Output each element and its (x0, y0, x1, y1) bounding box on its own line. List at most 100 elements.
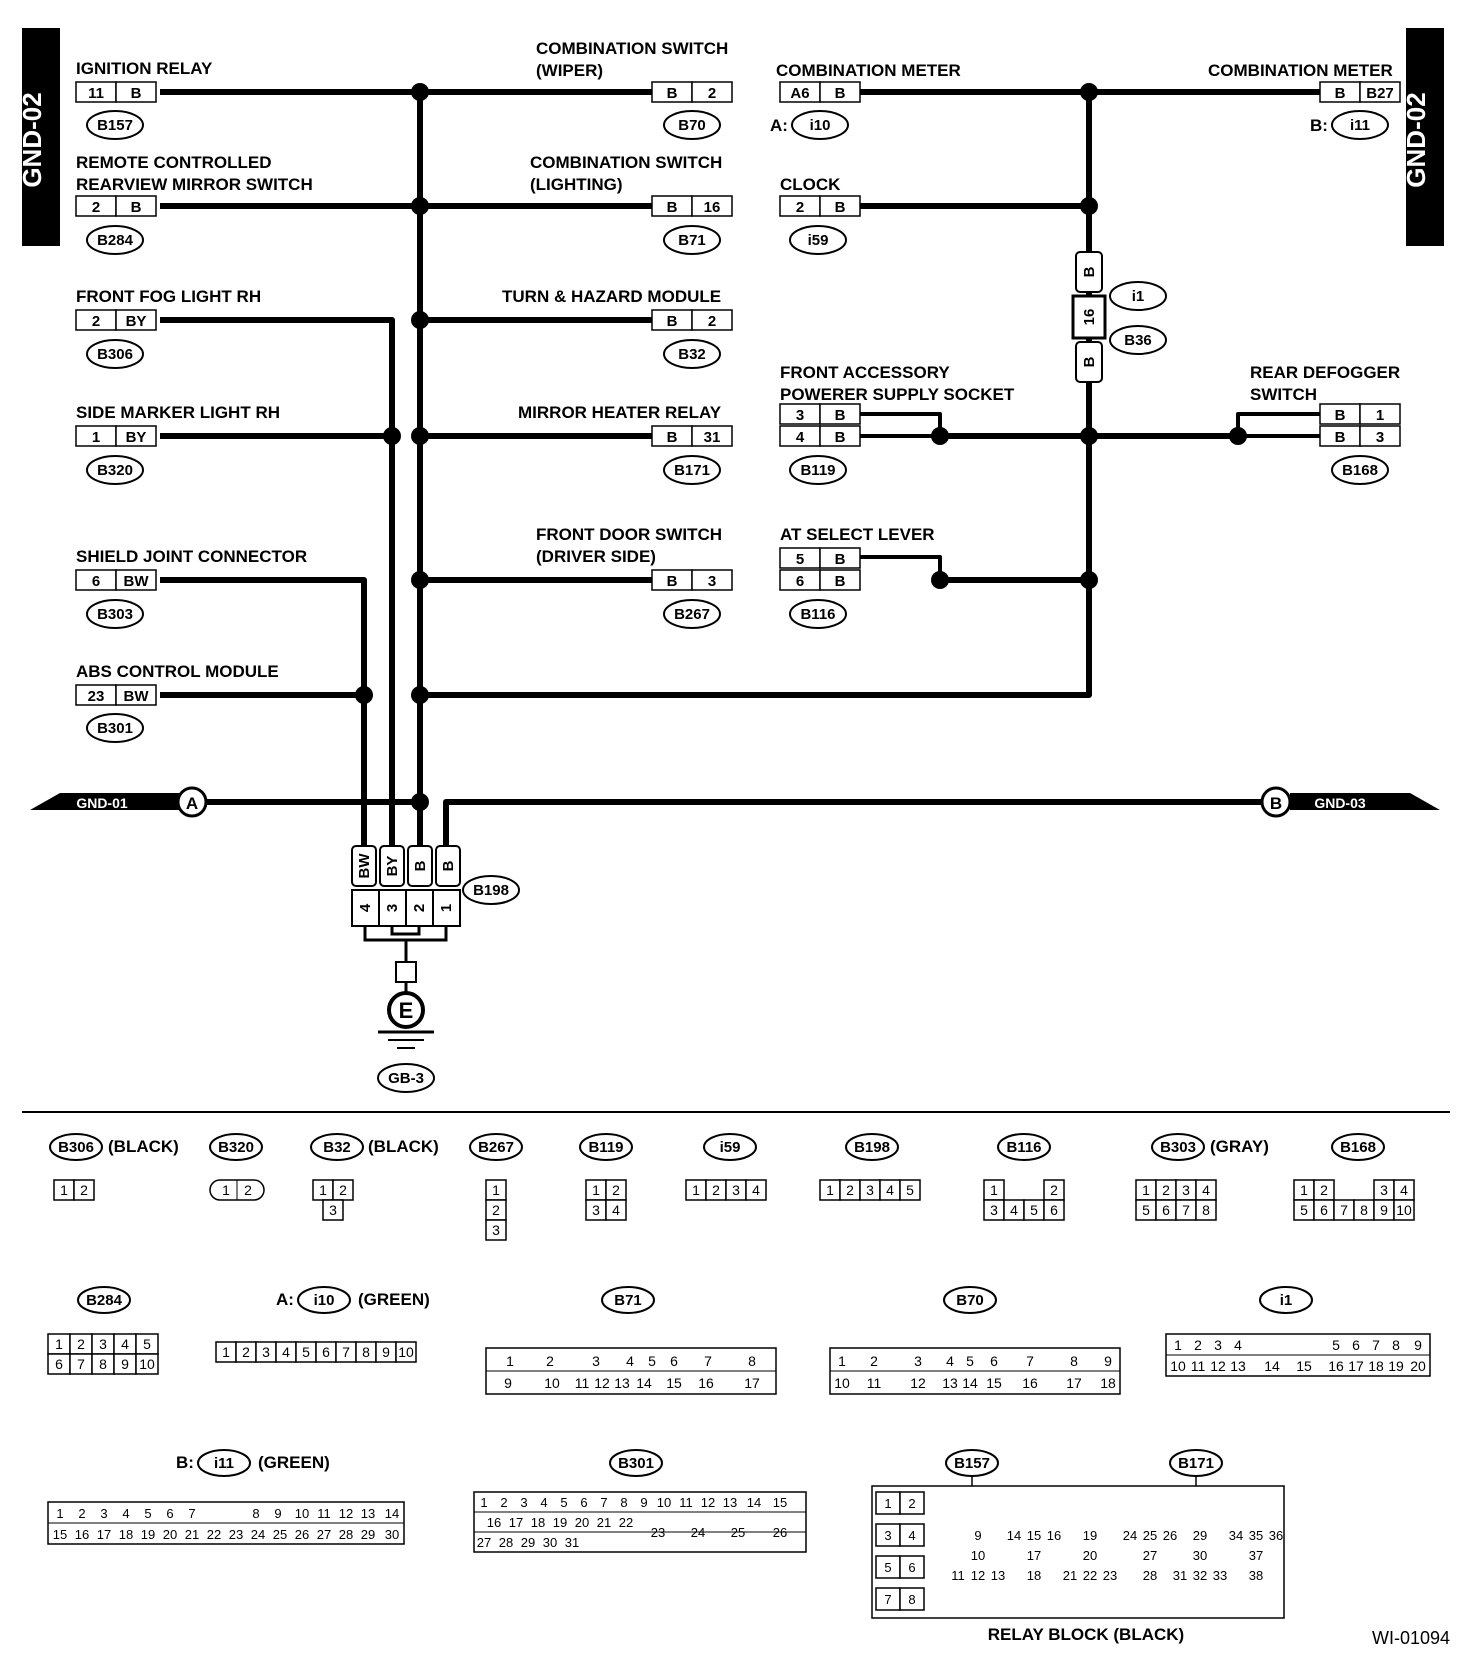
cv-b32-id: B32 (323, 1139, 351, 1156)
svg-text:1: 1 (492, 1182, 500, 1198)
b198-color-2: BY (384, 856, 401, 877)
svg-text:1: 1 (884, 1496, 891, 1511)
front-door-pin-1: B (667, 573, 678, 590)
left-side-tag (22, 28, 60, 246)
comb-meter-b-prefix: B: (1310, 116, 1328, 135)
svg-text:17: 17 (509, 1515, 523, 1530)
b284-connector-id: B284 (97, 232, 134, 249)
svg-text:11: 11 (317, 1506, 331, 1521)
svg-text:4: 4 (282, 1344, 290, 1360)
comb-wiper-pin-1: B (667, 85, 678, 102)
svg-text:8: 8 (748, 1353, 756, 1369)
svg-text:8: 8 (1070, 1353, 1078, 1369)
comb-wiper-pin-2: 2 (708, 85, 716, 102)
svg-text:22: 22 (619, 1515, 633, 1530)
svg-text:18: 18 (531, 1515, 545, 1530)
svg-text:27: 27 (477, 1535, 491, 1550)
svg-text:13: 13 (991, 1568, 1005, 1583)
front-fog-label: FRONT FOG LIGHT RH (76, 287, 261, 306)
svg-text:12: 12 (701, 1495, 715, 1510)
mirror-heater-pin-1: B (667, 429, 678, 446)
svg-text:24: 24 (1123, 1528, 1137, 1543)
svg-text:7: 7 (884, 1592, 891, 1607)
svg-text:14: 14 (385, 1506, 399, 1521)
svg-text:28: 28 (1143, 1568, 1157, 1583)
right-side-tag (1406, 28, 1444, 246)
svg-text:11: 11 (1191, 1358, 1206, 1374)
svg-text:4: 4 (1010, 1202, 1018, 1218)
svg-text:1: 1 (838, 1353, 846, 1369)
svg-text:6: 6 (322, 1344, 330, 1360)
svg-text:17: 17 (1027, 1548, 1041, 1563)
i1-connector-id: i1 (1132, 288, 1145, 305)
b71-connector-id: B71 (678, 232, 706, 249)
svg-text:1: 1 (222, 1344, 230, 1360)
svg-text:6: 6 (166, 1506, 173, 1521)
cv-b70-id: B70 (956, 1292, 984, 1309)
i11-connector-id: i11 (1350, 117, 1370, 134)
svg-text:1: 1 (506, 1353, 514, 1369)
svg-text:5: 5 (1030, 1202, 1038, 1218)
svg-text:8: 8 (620, 1495, 627, 1510)
cv-b168-id: B168 (1340, 1139, 1376, 1156)
svg-text:12: 12 (594, 1375, 610, 1391)
svg-text:29: 29 (361, 1527, 375, 1542)
side-marker-pin-1: 1 (92, 429, 100, 446)
svg-text:3: 3 (884, 1528, 891, 1543)
svg-text:3: 3 (990, 1202, 998, 1218)
svg-text:29: 29 (521, 1535, 535, 1550)
svg-text:3: 3 (1214, 1337, 1222, 1353)
svg-text:3: 3 (1380, 1182, 1388, 1198)
svg-text:4: 4 (122, 1506, 129, 1521)
svg-text:9: 9 (274, 1506, 281, 1521)
cv-b284-id: B284 (86, 1292, 123, 1309)
svg-text:13: 13 (942, 1375, 958, 1391)
abs-module-label: ABS CONTROL MODULE (76, 662, 279, 681)
svg-text:7: 7 (1340, 1202, 1348, 1218)
remote-mirror-label-1: REMOTE CONTROLLED (76, 153, 272, 172)
svg-text:36: 36 (1269, 1528, 1283, 1543)
svg-text:6: 6 (1050, 1202, 1058, 1218)
svg-text:25: 25 (273, 1527, 287, 1542)
b198-connector-id: B198 (473, 882, 509, 899)
cv-b303-id: B303 (1160, 1139, 1196, 1156)
svg-text:15: 15 (1027, 1528, 1041, 1543)
svg-text:8: 8 (1360, 1202, 1368, 1218)
cv-i11-color: (GREEN) (258, 1453, 330, 1472)
svg-text:35: 35 (1249, 1528, 1263, 1543)
svg-text:1: 1 (1174, 1337, 1182, 1353)
svg-text:10: 10 (295, 1506, 309, 1521)
comb-lighting-pin-1: B (667, 199, 678, 216)
b168-connector-id: B168 (1342, 462, 1378, 479)
svg-text:15: 15 (53, 1527, 67, 1542)
svg-text:3: 3 (100, 1506, 107, 1521)
svg-text:1: 1 (692, 1182, 700, 1198)
svg-text:10: 10 (657, 1495, 671, 1510)
svg-text:25: 25 (1143, 1528, 1157, 1543)
svg-text:6: 6 (1320, 1202, 1328, 1218)
svg-text:5: 5 (560, 1495, 567, 1510)
cv-relay-b157-id: B157 (954, 1455, 990, 1472)
svg-text:20: 20 (1410, 1358, 1426, 1374)
svg-text:10: 10 (971, 1548, 985, 1563)
front-door-label-1: FRONT DOOR SWITCH (536, 525, 722, 544)
svg-text:20: 20 (163, 1527, 177, 1542)
svg-text:2: 2 (612, 1182, 620, 1198)
svg-text:26: 26 (1163, 1528, 1177, 1543)
svg-text:15: 15 (986, 1375, 1002, 1391)
b198-color-1: BW (356, 853, 373, 879)
joint-pin-bottom: B (1081, 356, 1098, 367)
svg-text:6: 6 (990, 1353, 998, 1369)
svg-text:14: 14 (636, 1375, 652, 1391)
svg-text:4: 4 (1202, 1182, 1210, 1198)
svg-text:4: 4 (1400, 1182, 1408, 1198)
shield-joint-pin-2: BW (124, 573, 150, 590)
front-fog-pin-2: BY (126, 313, 147, 330)
svg-text:1: 1 (592, 1182, 600, 1198)
clock-label: CLOCK (780, 175, 841, 194)
rear-defogger-pin-1: B (1335, 407, 1346, 424)
rear-defogger-pin-2: 1 (1376, 407, 1384, 424)
i1-b36-joint: B 16 B (1071, 251, 1107, 383)
comb-meter-b-pin-1: B (1335, 85, 1346, 102)
svg-text:19: 19 (141, 1527, 155, 1542)
